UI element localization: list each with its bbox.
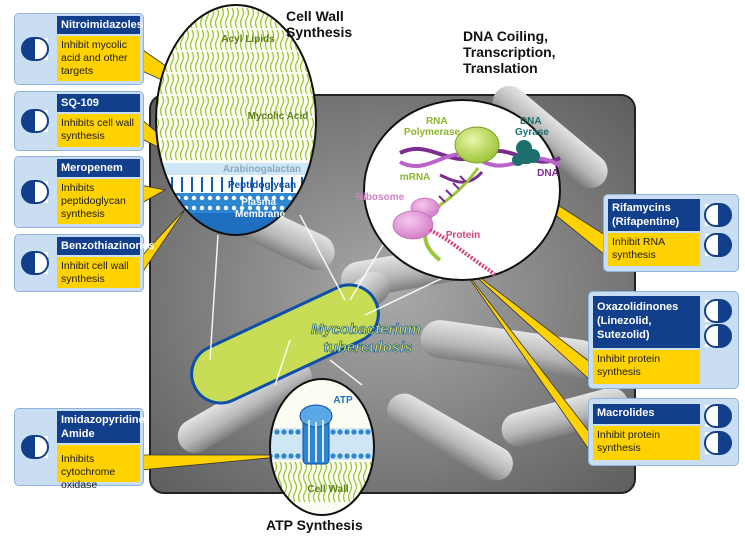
dna-gyrase-label: DNA Gyrase xyxy=(515,116,549,138)
protein-label: Protein xyxy=(446,230,480,241)
drug-card-meropenem: Meropenem Inhibits peptidoglycan synthes… xyxy=(14,156,144,228)
dna-label: DNA xyxy=(537,168,559,179)
drug-name: Benzothiazinones xyxy=(57,237,155,255)
plasma-membrane-label: Plasma Membrane xyxy=(235,197,285,220)
dna-gyrase-shape xyxy=(512,140,540,166)
drug-card-benzothiazinones: Benzothiazinones Inhibit cell wall synth… xyxy=(14,234,155,292)
plasma-membrane-line1: Plasma xyxy=(241,197,276,208)
drug-card-rifamycins: Rifamycins (Rifapentine) Inhibit RNA syn… xyxy=(603,194,739,272)
atp-inset: ATP Cell Wall xyxy=(269,378,375,516)
ribosome-label: Ribosome xyxy=(356,192,405,203)
drug-name: Oxazolidinones (Linezolid, Sutezolid) xyxy=(593,296,700,348)
dna-inset: RNA Polymerase DNA Gyrase mRNA DNA Ribos… xyxy=(356,99,562,281)
drug-card-imidazopyridine-amide: Imidazopyridine Amide Inhibits cytochrom… xyxy=(14,408,145,491)
organism-label: Mycobacterium tuberculosis xyxy=(311,321,425,356)
pill-icon xyxy=(704,203,732,227)
drug-action: Inhibit protein synthesis xyxy=(593,426,700,460)
drug-action: Inhibit cell wall synthesis xyxy=(57,257,140,288)
atp-synthase-shape xyxy=(299,404,333,465)
pill-icon xyxy=(704,233,732,257)
pill-icon xyxy=(704,324,732,348)
pill-icon xyxy=(21,251,49,275)
highlighted-bacterium xyxy=(190,283,380,405)
drug-action: Inhibit mycolic acid and other targets xyxy=(57,36,140,81)
pill-icon xyxy=(21,180,49,204)
cell-wall-synthesis-title: Cell Wall Synthesis xyxy=(286,8,353,40)
pill-icon xyxy=(21,435,49,459)
atp-synthesis-title: ATP Synthesis xyxy=(266,517,363,533)
peptidoglycan-label: Peptidoglycan xyxy=(228,180,296,191)
mycolic-acid-label: Mycolic Acid xyxy=(248,111,309,122)
arabinogalactan-label: Arabinogalactan xyxy=(223,164,301,175)
drug-card-oxazolidinones: Oxazolidinones (Linezolid, Sutezolid) In… xyxy=(588,291,739,389)
drug-name: Nitroimidazoles xyxy=(57,16,143,34)
cell-wall-inset: Acyl Lipids Mycolic Acid Arabinogalactan… xyxy=(155,4,317,236)
drug-card-nitroimidazoles: Nitroimidazoles Inhibit mycolic acid and… xyxy=(14,13,144,85)
pill-icon xyxy=(704,299,732,323)
drug-name: Macrolides xyxy=(593,404,700,424)
drug-action: Inhibits cytochrome oxidase xyxy=(57,445,140,491)
rna-polymerase-shape xyxy=(454,126,500,164)
pill-icon xyxy=(21,109,49,133)
drug-action: Inhibit RNA synthesis xyxy=(608,233,700,266)
drug-name: Rifamycins (Rifapentine) xyxy=(608,199,700,231)
mrna-strand xyxy=(438,167,480,207)
pill-icon xyxy=(704,404,732,428)
drug-card-sq109: SQ-109 Inhibits cell wall synthesis xyxy=(14,91,144,151)
drug-name: SQ-109 xyxy=(57,94,140,112)
drug-action: Inhibits peptidoglycan synthesis xyxy=(57,179,140,224)
drug-action: Inhibits cell wall synthesis xyxy=(57,114,140,147)
rna-polymerase-label: RNA Polymerase xyxy=(404,116,461,138)
acyl-lipids-label: Acyl Lipids xyxy=(221,34,275,45)
drug-action: Inhibit protein synthesis xyxy=(593,350,700,384)
pill-icon xyxy=(704,431,732,455)
drug-name: Imidazopyridine Amide xyxy=(57,411,145,443)
plasma-membrane-line2: Membrane xyxy=(235,209,285,220)
drug-name: Meropenem xyxy=(57,159,140,177)
dna-coiling-title: DNA Coiling, Transcription, Translation xyxy=(463,28,556,76)
pill-icon xyxy=(21,37,49,61)
mrna-label: mRNA xyxy=(400,172,431,183)
atp-cell-wall-label: Cell Wall xyxy=(307,484,349,495)
drug-card-macrolides: Macrolides Inhibit protein synthesis xyxy=(588,398,739,466)
atp-label: ATP xyxy=(333,395,353,406)
protein-chain xyxy=(429,228,497,277)
ribosome-shape xyxy=(392,197,440,240)
